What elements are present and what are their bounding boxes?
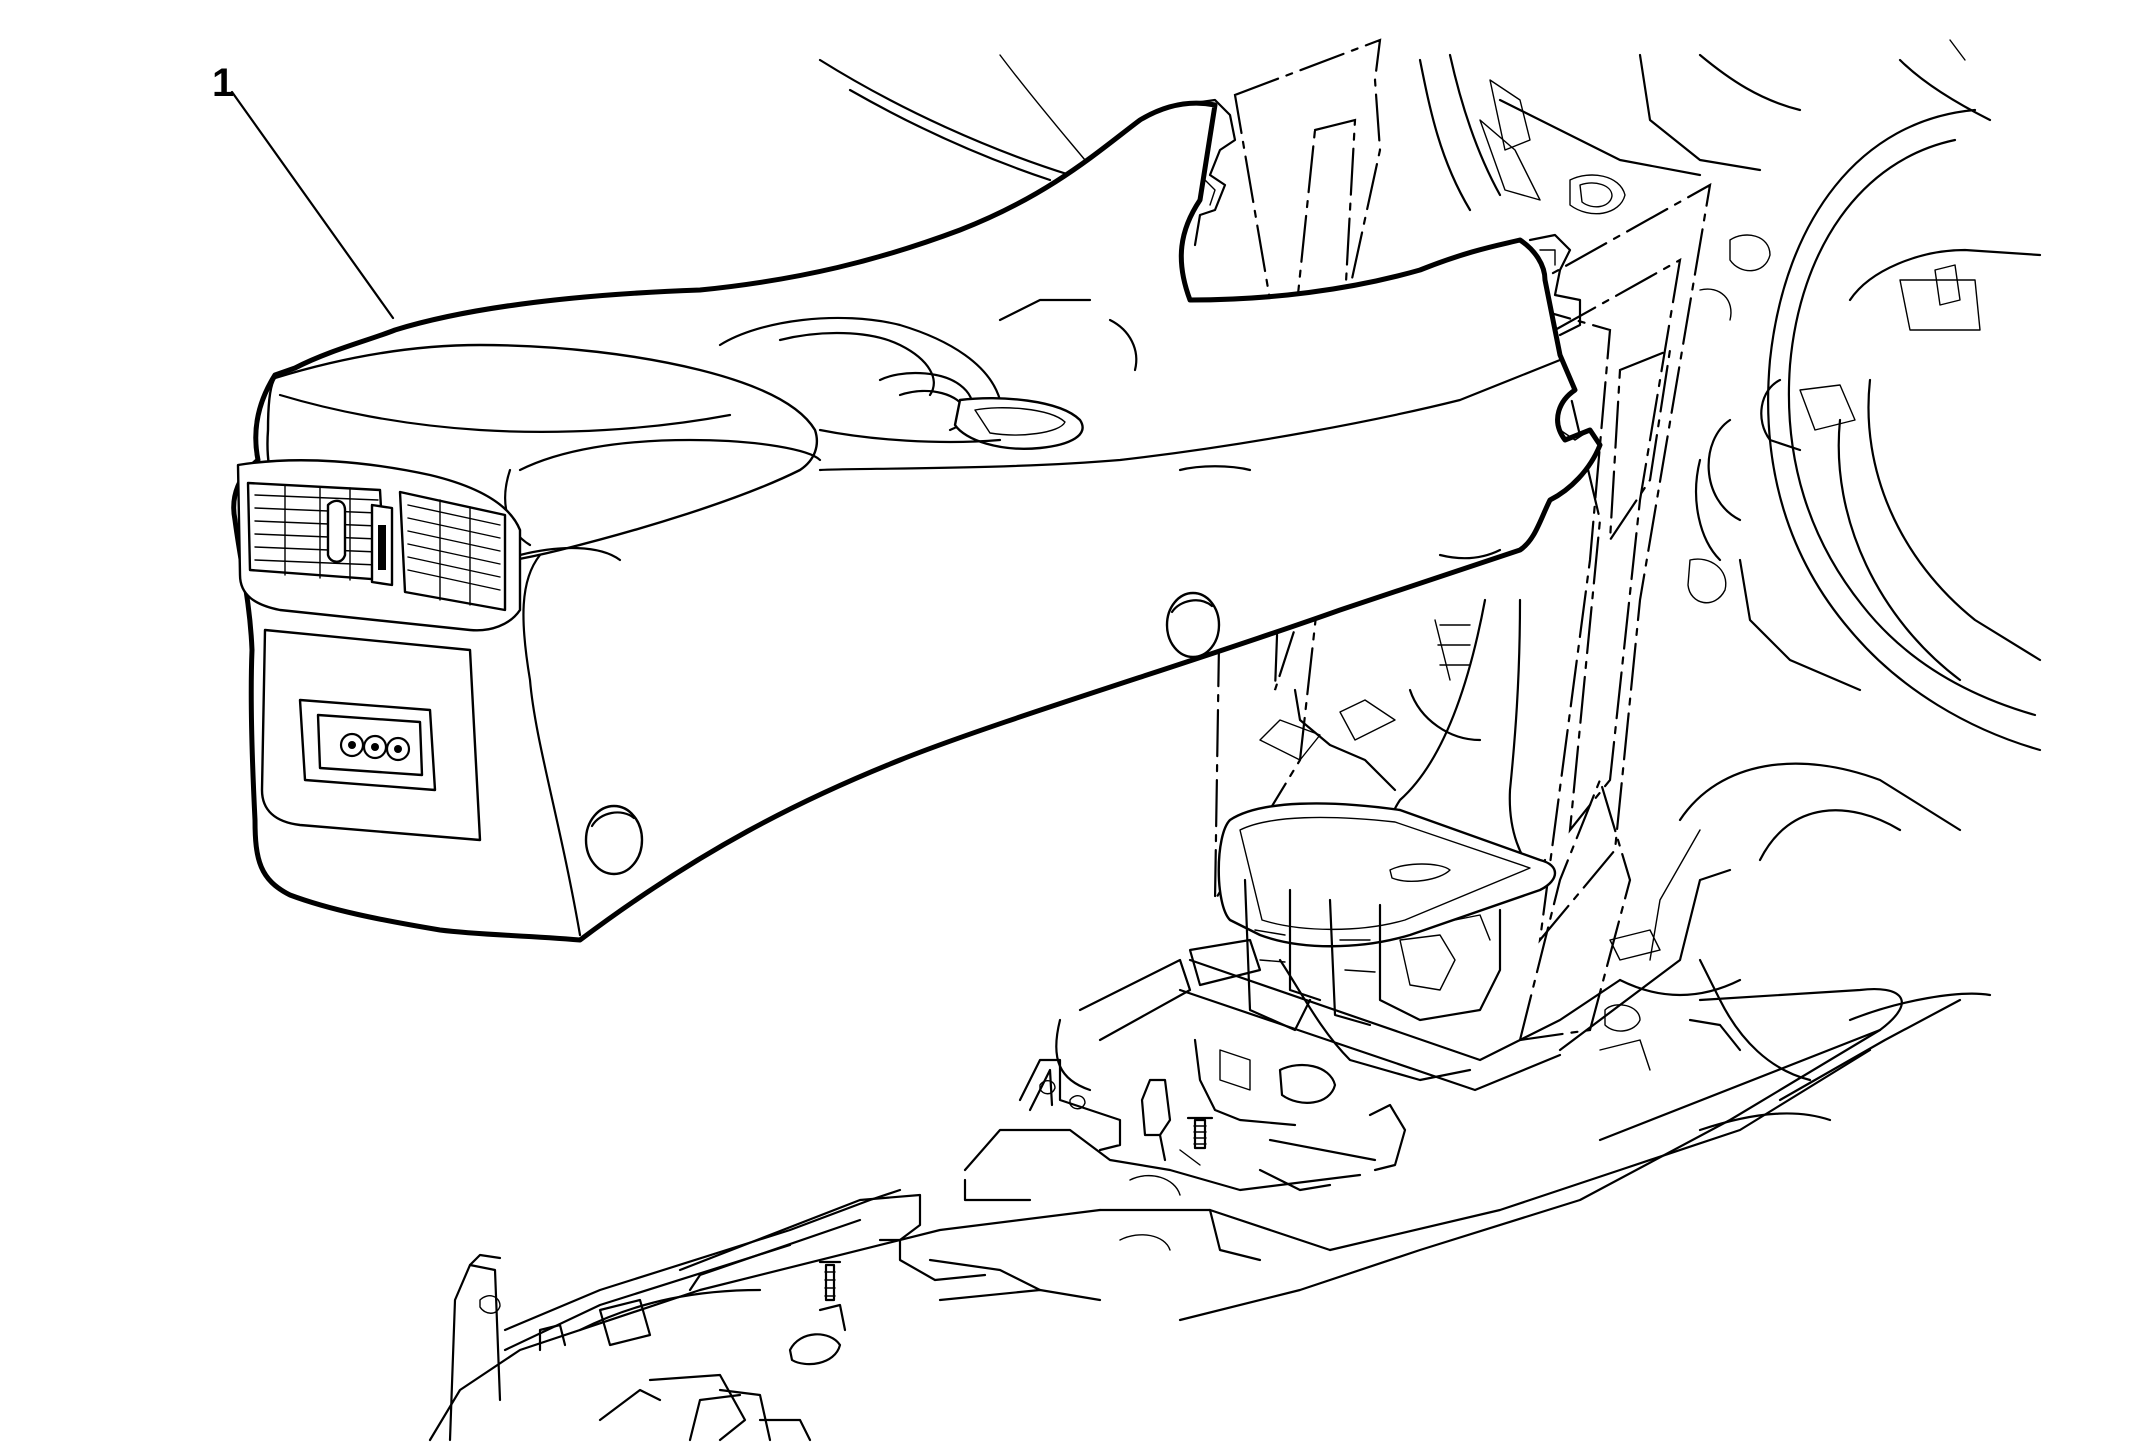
shifter-bezel bbox=[1217, 688, 1557, 948]
cupholder-area bbox=[718, 298, 1138, 450]
steering-wheel bbox=[1649, 108, 2042, 961]
front-floor-bracket bbox=[448, 1188, 1102, 1442]
shifter-mechanism bbox=[1188, 878, 1502, 1082]
fastener-screw bbox=[1186, 1116, 1214, 1150]
floor-pan bbox=[428, 992, 1992, 1442]
console-side-plug-front bbox=[1165, 591, 1221, 659]
callout-1: 1 bbox=[212, 61, 395, 320]
rear-storage-panel bbox=[260, 628, 482, 842]
floor-tunnel bbox=[1055, 868, 1962, 1322]
front-screw bbox=[818, 1260, 842, 1302]
rear-ac-vent-panel bbox=[236, 459, 522, 632]
console-side-plug-rear bbox=[584, 804, 644, 876]
rear-bracket bbox=[963, 1038, 1407, 1202]
rear-console-body bbox=[231, 100, 1603, 943]
callout-1-number: 1 bbox=[212, 61, 234, 105]
instrument-panel bbox=[818, 39, 1992, 692]
console-front-face bbox=[518, 358, 1591, 937]
rear-power-outlets bbox=[339, 732, 411, 762]
